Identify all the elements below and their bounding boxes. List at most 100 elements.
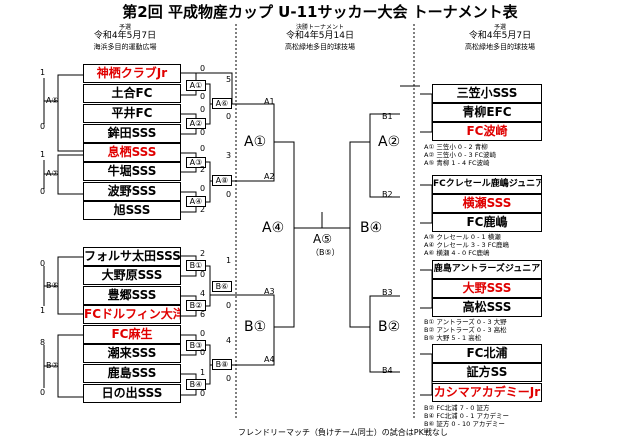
match-tag: A② [186, 118, 206, 129]
team-box: 証方SS [432, 363, 542, 382]
match-tag: A⑥ [212, 98, 232, 109]
score: 1 [40, 68, 46, 77]
result-line: B⑥ 証方 0 - 10 アカデミー [424, 420, 505, 428]
slot-label: B4 [382, 366, 393, 375]
score: 4 [200, 289, 206, 298]
score: 0 [200, 329, 206, 338]
score: 3 [226, 151, 232, 160]
score: 0 [226, 112, 232, 121]
left-venue: 海浜多目的運動広場 [93, 43, 157, 51]
team-box: カシマアカデミーJr [432, 383, 542, 402]
score: 0 [40, 187, 46, 196]
slot-label: B2 [382, 190, 393, 199]
slot-label: A4 [264, 355, 275, 364]
match-label: A⑦ [46, 169, 59, 178]
team-box: FC麻生 [83, 325, 181, 344]
team-box: FC北浦 [432, 344, 542, 363]
team-box: 鉾田SSS [83, 124, 181, 143]
score: 1 [226, 256, 232, 265]
score: 1 [40, 306, 46, 315]
team-box: 三笠小SSS [432, 84, 542, 103]
score: 5 [226, 75, 232, 84]
result-line: A⑤ 青柳 1 - 4 FC波崎 [424, 159, 490, 167]
team-box: 旭SSS [83, 201, 181, 220]
score: 1 [200, 368, 206, 377]
result-line: A① 三笠小 0 - 2 青柳 [424, 143, 488, 151]
team-box: 高松SSS [432, 298, 542, 317]
team-box: 青柳EFC [432, 103, 542, 122]
score: 0 [200, 144, 206, 153]
team-box: 鹿島SSS [83, 364, 181, 383]
score: 1 [40, 150, 46, 159]
team-box: 大野SSS [432, 279, 542, 298]
team-box: FCドルフィン大洋 [83, 305, 181, 324]
score: 0 [200, 64, 206, 73]
score: 0 [226, 374, 232, 383]
team-box: 息栖SSS [83, 143, 181, 162]
final-label: A⑤ [313, 232, 332, 246]
center-date: 令和4年5月14日 [286, 31, 354, 41]
score: 2 [200, 249, 206, 258]
left-date: 令和4年5月7日 [93, 31, 157, 41]
right-date: 令和4年5月7日 [468, 31, 532, 41]
team-box: 神栖クラブJr [83, 64, 181, 83]
score: 2 [200, 205, 206, 214]
match-tag: A③ [186, 157, 206, 168]
match-tag: B② [186, 300, 206, 311]
right-round-label: 予選 [493, 24, 506, 31]
score: 0 [200, 184, 206, 193]
score: 0 [226, 190, 232, 199]
team-box: FC波崎 [432, 122, 542, 141]
score: 4 [226, 336, 232, 345]
match-tag: A① [186, 80, 206, 91]
score: 0 [200, 270, 206, 279]
center-round-label: 決勝トーナメント [295, 24, 344, 31]
page-title: 第2回 平成物産カップ U-11サッカー大会 トーナメント表 [122, 3, 518, 21]
result-line: B⑤ 大野 5 - 1 高松 [424, 334, 482, 342]
team-box: 牛堀SSS [83, 162, 181, 181]
final-sub-label: （B⑤） [311, 248, 340, 257]
match-label: A④ [262, 220, 285, 236]
score: 0 [200, 389, 206, 398]
score: 0 [40, 122, 46, 131]
team-box: 潮来SSS [83, 344, 181, 363]
result-line: A③ クレセール 0 - 1 横瀬 [424, 233, 501, 241]
score: 0 [200, 348, 206, 357]
match-label: B④ [360, 220, 383, 236]
match-label: B① [244, 319, 267, 335]
match-label: A① [244, 134, 267, 150]
score: 6 [200, 310, 206, 319]
right-venue: 高松緑地多目的球技場 [465, 43, 535, 51]
score: 2 [200, 165, 206, 174]
match-tag: B⑥ [212, 281, 232, 292]
result-line: B① アントラーズ 0 - 3 大野 [424, 318, 507, 326]
center-venue: 高松緑地多目的球技場 [285, 43, 355, 51]
left-round-label: 予選 [118, 24, 131, 31]
slot-label: A3 [264, 287, 275, 296]
slot-label: B1 [382, 112, 393, 121]
score: 8 [40, 338, 46, 347]
team-box: 大野原SSS [83, 266, 181, 285]
team-box: 横瀬SSS [432, 194, 542, 213]
match-label: B② [378, 319, 401, 335]
score: 0 [40, 388, 46, 397]
team-box: FC鹿嶋 [432, 213, 542, 232]
team-box: FCクレセール鹿嶋ジュニア [432, 175, 542, 194]
score: 0 [40, 259, 46, 268]
team-box: フォルサ太田SSS [83, 247, 181, 266]
team-box: 平井FC [83, 104, 181, 123]
team-box: 鹿島アントラーズジュニア [432, 260, 542, 279]
result-line: A⑥ 横瀬 4 - 0 FC鹿嶋 [424, 249, 490, 257]
team-box: 波野SSS [83, 182, 181, 201]
score: 0 [200, 128, 206, 137]
score: 0 [200, 105, 206, 114]
match-label: A② [378, 134, 401, 150]
team-box: 豊郷SSS [83, 286, 181, 305]
slot-label: B3 [382, 288, 393, 297]
slot-label: A1 [264, 97, 275, 106]
slot-label: A2 [264, 172, 275, 181]
score: 0 [200, 92, 206, 101]
match-label: B⑤ [46, 281, 59, 290]
match-tag: B④ [186, 379, 206, 390]
result-line: A② 三笠小 0 - 3 FC波崎 [424, 151, 496, 159]
